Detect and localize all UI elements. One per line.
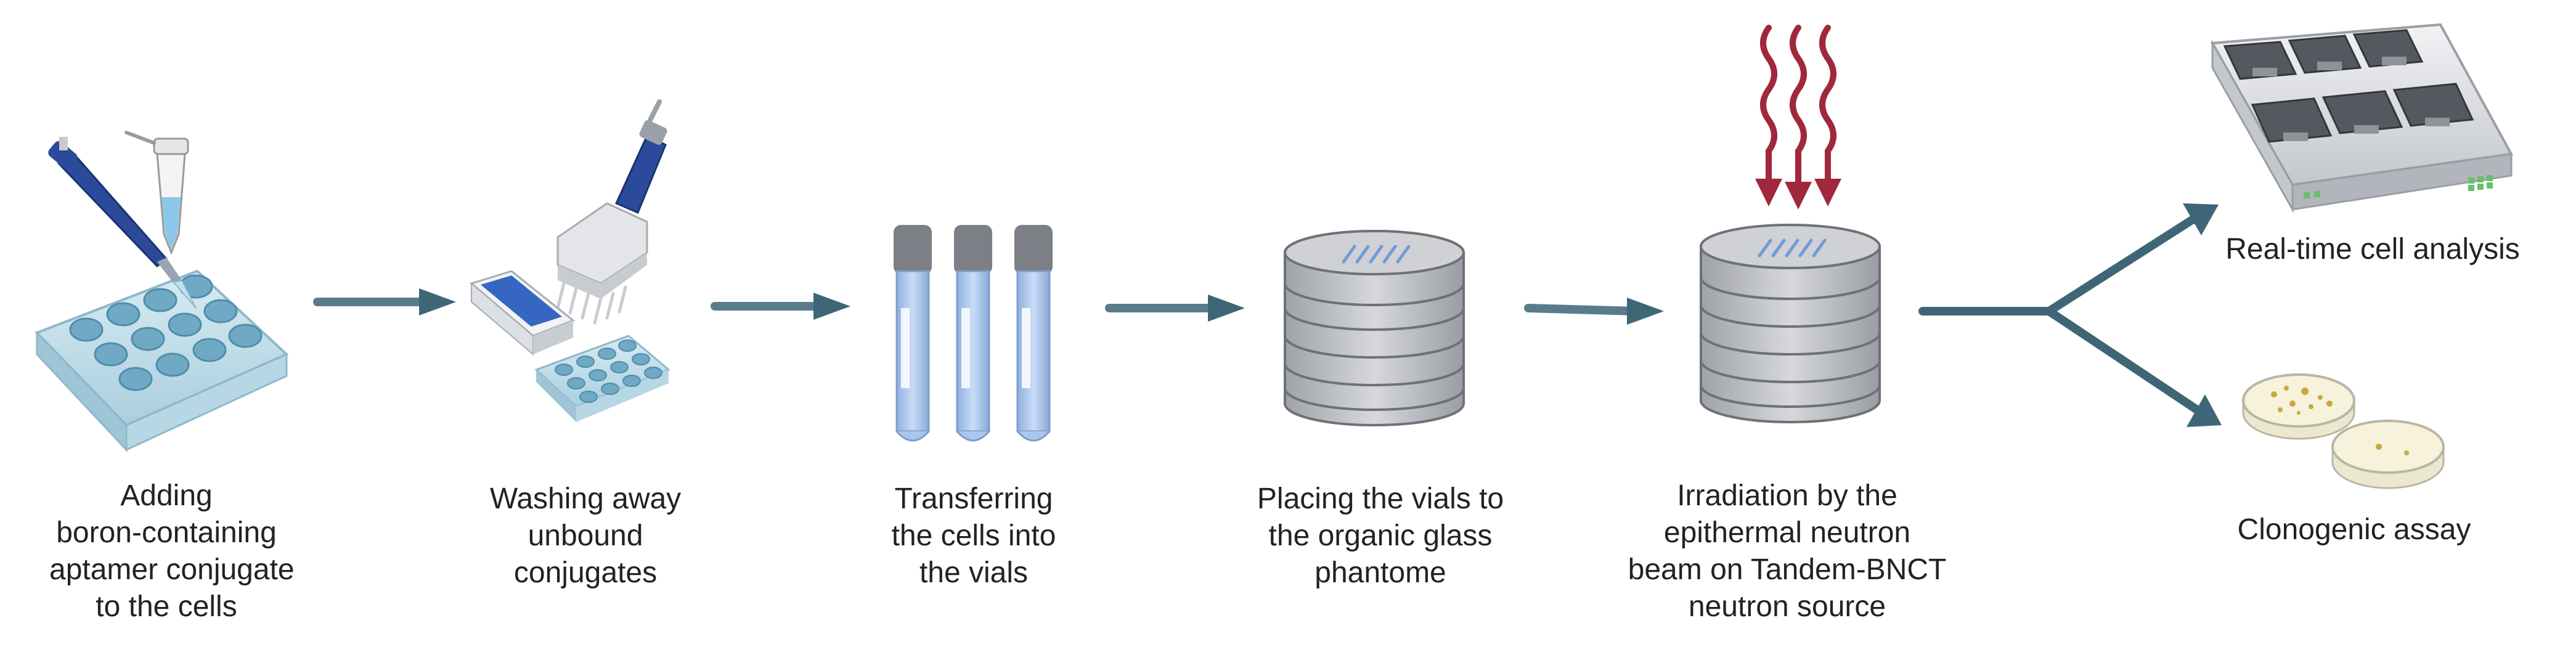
outcome-caption-clonogenic-assay: Clonogenic assay (2237, 513, 2471, 546)
step-caption-washing: Washing away unbound conjugates (489, 482, 682, 589)
vial-icon (1014, 225, 1053, 442)
petri-dishes-icon (2242, 373, 2445, 489)
multiwell-plate-icon (35, 269, 289, 452)
vial-icon (894, 225, 932, 442)
arrow-icon (1524, 298, 1664, 325)
branching-arrow-icon (1918, 203, 2222, 427)
multiwell-plate-small-icon (534, 335, 670, 422)
vial-icon (954, 225, 992, 442)
washing-illustration (469, 99, 670, 422)
multichannel-pipette-icon (556, 99, 667, 325)
arrow-icon (1105, 295, 1245, 322)
arrow-icon (313, 288, 456, 315)
real-time-cell-analyzer-icon (2210, 23, 2514, 213)
organic-glass-phantom-icon (1284, 230, 1465, 426)
step-caption-transferring: Transferring the cells into the vials (891, 482, 1056, 589)
step-caption-placing-vials: Placing the vials to the organic glass p… (1257, 482, 1504, 589)
petri-dish-icon (2331, 420, 2445, 489)
neutron-beam-icon (1755, 25, 1841, 210)
reagent-reservoir-icon (469, 270, 575, 356)
arrow-icon (711, 293, 850, 320)
irradiated-phantom-icon (1700, 224, 1881, 423)
outcome-caption-real-time-cell-analysis: Real-time cell analysis (2225, 233, 2520, 266)
microtube-icon (124, 131, 189, 256)
step-caption-irradiation: Irradiation by the epithermal neutron be… (1628, 479, 1947, 623)
vials-illustration (894, 225, 1053, 442)
petri-dish-icon (2242, 373, 2355, 440)
well-plate-with-pipette-illustration (35, 131, 289, 452)
step-caption-adding-conjugate: Adding boron-containing aptamer conjugat… (49, 479, 295, 623)
pipette-icon (48, 137, 197, 309)
